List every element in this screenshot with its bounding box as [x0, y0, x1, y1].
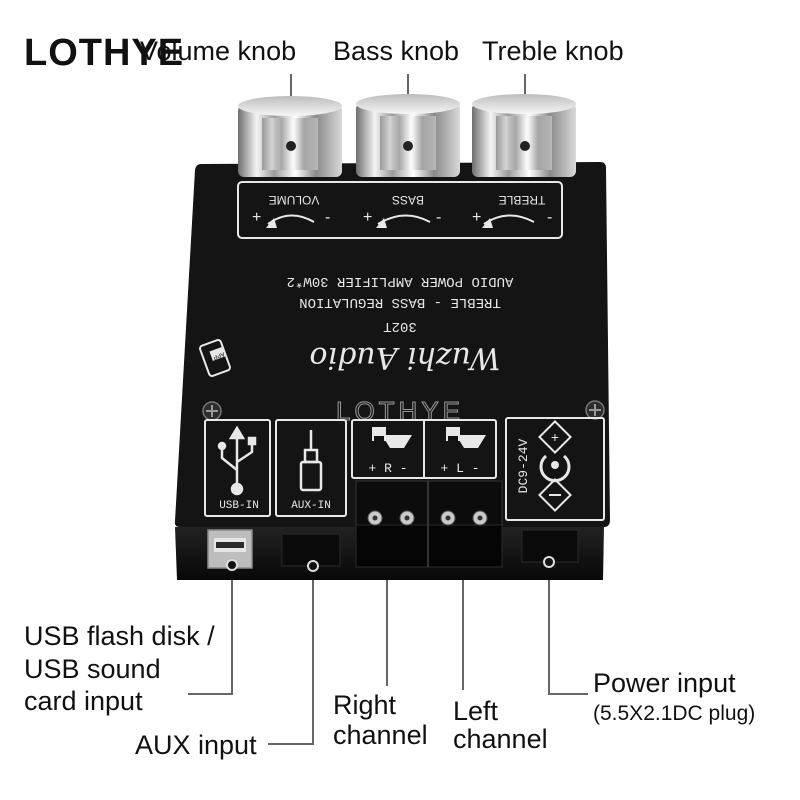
bass-minus: -: [436, 209, 441, 226]
left-channel-marker: + L -: [440, 461, 479, 476]
aux-input-label: AUX input: [135, 730, 257, 760]
screw-right: [585, 400, 605, 420]
arrow-heads: [266, 218, 493, 228]
knob-silkscreen-box: [237, 181, 563, 239]
usb-in-silkscreen: USB-IN: [219, 500, 259, 512]
screw-left: [202, 401, 222, 421]
aux-jack-icon: [299, 430, 323, 492]
connector-silkscreen: [204, 417, 605, 521]
power-input-label: Power input: [593, 668, 736, 698]
volume-plus: +: [252, 209, 261, 226]
aux-in-silkscreen: AUX-IN: [291, 500, 331, 512]
watermark: LOTHYE: [336, 396, 464, 426]
treble-knob-label: Treble knob: [482, 36, 624, 66]
left-channel-label-line2: channel: [453, 724, 548, 754]
speaker-terminal-block: [355, 480, 503, 568]
brand-logo: LOTHYE: [24, 32, 185, 74]
bass-knob-label: Bass knob: [333, 36, 460, 66]
volume-knob: [238, 96, 342, 177]
dc-voltage-silkscreen: DC9-24V: [516, 438, 531, 493]
right-channel-label-line1: Right: [333, 690, 397, 720]
leader-lines: [188, 74, 588, 745]
treble-silkscreen: TREBLE: [499, 193, 546, 207]
power-plug-label: (5.5X2.1DC plug): [593, 702, 756, 725]
treble-minus: -: [547, 209, 552, 226]
aux-jack: [281, 533, 341, 572]
treble-knob: [472, 94, 576, 177]
bass-knob: [356, 94, 460, 177]
usb-icon: [217, 425, 257, 496]
left-channel-label-line1: Left: [453, 696, 499, 726]
usb-label-line2: USB sound: [24, 654, 161, 684]
speaker-right-icon: [372, 427, 412, 448]
board-logo-script: Wuzhi Audio: [309, 340, 500, 375]
board-model: 302T: [383, 318, 417, 334]
speaker-left-icon: [446, 427, 486, 448]
bass-silkscreen: BASS: [392, 193, 424, 207]
board-face: [174, 162, 610, 527]
right-channel-label-line2: channel: [333, 720, 428, 750]
volume-silkscreen: VOLUME: [269, 193, 320, 207]
volume-knob-label: Volume knob: [140, 36, 297, 66]
volume-minus: -: [325, 209, 330, 226]
dc-power-jack: [521, 529, 579, 568]
svg-text:APP: APP: [212, 350, 225, 360]
board-line-amplifier: AUDIO POWER AMPLIFIER 30W*2: [287, 273, 514, 289]
dc-power-icon: +: [538, 420, 572, 512]
usb-label-line3: card input: [24, 686, 143, 716]
app-phone-icon: APP: [199, 339, 231, 377]
usb-label-line1: USB flash disk /: [24, 621, 215, 651]
treble-plus: +: [472, 209, 481, 226]
bass-plus: +: [363, 209, 372, 226]
usb-port: [207, 529, 253, 571]
svg-text:+: +: [551, 429, 559, 445]
board-line-regulation: TREBLE - BASS REGULATION: [299, 294, 501, 310]
right-channel-marker: + R -: [368, 461, 407, 476]
